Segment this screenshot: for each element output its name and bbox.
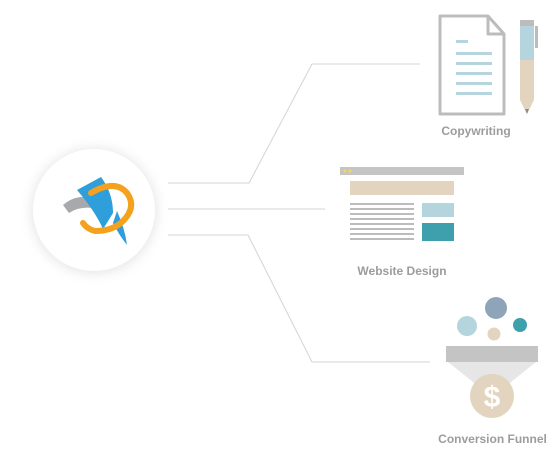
svg-text:$: $ <box>484 381 501 414</box>
funnel-dollar-icon: $ <box>446 297 538 418</box>
label-conversion-funnel: Conversion Funnel <box>438 432 547 446</box>
brand-logo-icon <box>63 177 135 245</box>
document-pen-icon <box>438 14 538 116</box>
connector-copywriting <box>168 63 420 184</box>
label-copywriting: Copywriting <box>441 124 511 138</box>
label-website-design: Website Design <box>357 264 447 278</box>
connector-conversion-funnel <box>168 234 430 363</box>
webpage-layout-icon <box>340 167 464 241</box>
hub-circle <box>33 149 155 271</box>
